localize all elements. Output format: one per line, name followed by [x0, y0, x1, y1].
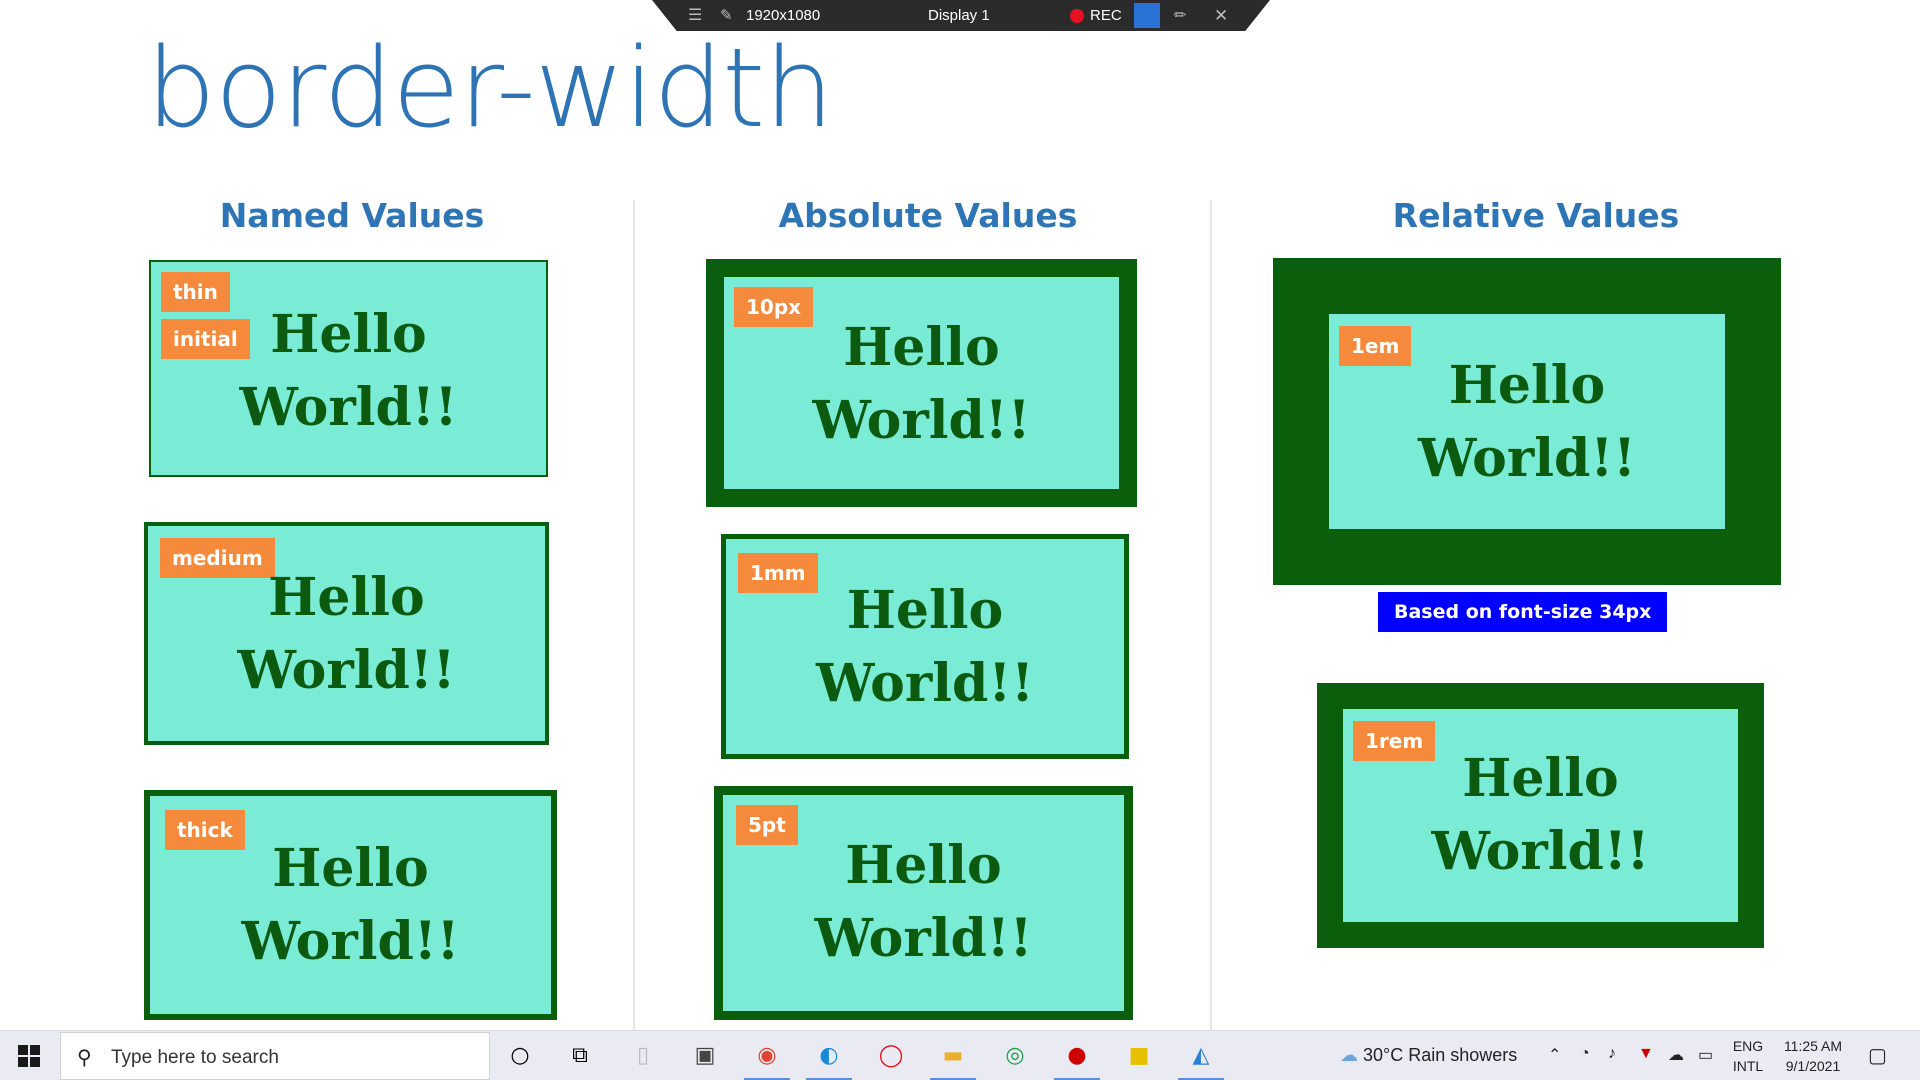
record-button[interactable]: REC: [1090, 7, 1122, 24]
column-divider: [1210, 200, 1212, 1030]
column-divider: [633, 200, 635, 1030]
heading-named-values: Named Values: [219, 196, 485, 235]
tag-label: thick: [165, 810, 245, 850]
mcafee-icon[interactable]: ▼: [1638, 1045, 1654, 1062]
chrome-icon[interactable]: ◉: [744, 1041, 790, 1080]
clock[interactable]: 11:25 AM 9/1/2021: [1778, 1036, 1848, 1080]
tag-label: 5pt: [736, 805, 798, 845]
box-5pt: 5pt Hello World!!: [714, 786, 1133, 1020]
show-hidden-icons[interactable]: ⌃: [1548, 1047, 1562, 1064]
hello-text: Hello: [268, 567, 425, 628]
battery-icon[interactable]: ▭: [1698, 1047, 1714, 1064]
world-text: World!!: [815, 653, 1034, 714]
language-indicator[interactable]: ENG INTL: [1728, 1036, 1768, 1080]
weather-widget[interactable]: ☁ 30°C Rain showers: [1340, 1045, 1517, 1080]
hello-text: Hello: [272, 838, 429, 899]
hello-text: Hello: [1448, 355, 1606, 416]
onedrive-icon[interactable]: ☁: [1668, 1047, 1684, 1064]
pin-icon[interactable]: ✎: [720, 7, 733, 24]
resolution-label: 1920x1080: [746, 7, 821, 24]
box-1rem: 1rem Hello World!!: [1317, 683, 1764, 948]
opera-icon[interactable]: ◯: [878, 1043, 904, 1068]
box-thick: thick Hello World!!: [144, 790, 557, 1020]
heading-absolute-values: Absolute Values: [778, 196, 1078, 235]
recorder-bar: ☰ ✎ 1920x1080 Display 1 REC ✏ ✕: [652, 0, 1270, 31]
hello-text: Hello: [845, 835, 1002, 896]
box-thin: thin initial Hello World!!: [149, 260, 548, 477]
vscode-icon[interactable]: ◭: [1178, 1041, 1224, 1080]
slide-title: border-width: [146, 24, 834, 152]
notifications-icon[interactable]: ▢: [1868, 1045, 1887, 1067]
close-icon[interactable]: ✕: [1214, 6, 1229, 25]
world-text: World!!: [1417, 428, 1636, 489]
hello-text: Hello: [1462, 748, 1619, 809]
heading-relative-values: Relative Values: [1392, 196, 1680, 235]
tag-label: 1mm: [738, 553, 818, 593]
world-text: World!!: [239, 377, 458, 438]
tag-label: 1rem: [1353, 721, 1436, 761]
cortana-icon[interactable]: ○: [510, 1043, 530, 1068]
tag-label: 1em: [1339, 326, 1412, 366]
recorder-icon[interactable]: ●: [1054, 1041, 1100, 1080]
file-explorer-icon[interactable]: ▬: [930, 1041, 976, 1080]
clock-date: 9/1/2021: [1785, 1058, 1841, 1074]
hello-text: Hello: [843, 317, 1000, 378]
display-label: Display 1: [928, 7, 990, 24]
weather-text: 30°C Rain showers: [1363, 1045, 1518, 1065]
world-text: World!!: [814, 908, 1033, 969]
hello-text: Hello: [846, 580, 1004, 641]
world-text: World!!: [237, 640, 456, 701]
tag-label: initial: [161, 319, 250, 359]
menu-icon[interactable]: ☰: [688, 7, 703, 24]
box-medium: medium Hello World!!: [144, 522, 549, 745]
clock-time: 11:25 AM: [1783, 1038, 1843, 1054]
record-dot-icon: [1070, 9, 1084, 23]
keyboard-layout: INTL: [1732, 1058, 1764, 1074]
tag-label: 10px: [734, 287, 814, 327]
language-code: ENG: [1732, 1038, 1764, 1054]
world-text: World!!: [1431, 821, 1650, 882]
pen-icon[interactable]: ✏: [1174, 7, 1187, 24]
box-1em: 1em Hello World!!: [1273, 258, 1781, 585]
tag-label: thin: [161, 272, 230, 312]
windows-start-icon[interactable]: [18, 1045, 40, 1067]
volume-icon[interactable]: ♪: [1608, 1045, 1616, 1062]
weather-cloud-icon: ☁: [1340, 1045, 1358, 1065]
camera-icon[interactable]: [1134, 3, 1160, 28]
file-icon[interactable]: ▯: [636, 1043, 650, 1068]
whatsapp-icon[interactable]: ◎: [1005, 1043, 1025, 1068]
taskbar: ⚲ Type here to search ○ ⧉ ▯ ▣ ◉ ◐ ◯ ▬ ◎ …: [0, 1030, 1920, 1080]
search-icon: ⚲: [77, 1045, 92, 1069]
tag-label: medium: [160, 538, 275, 578]
store-icon[interactable]: ▣: [694, 1043, 716, 1068]
task-view-icon[interactable]: ⧉: [572, 1043, 588, 1068]
box-10px: 10px Hello World!!: [706, 259, 1137, 507]
search-placeholder: Type here to search: [111, 1047, 279, 1068]
network-icon[interactable]: ◔: [1580, 1045, 1590, 1062]
box-1mm: 1mm Hello World!!: [721, 534, 1129, 759]
player-icon[interactable]: ■: [1128, 1043, 1150, 1068]
edge-icon[interactable]: ◐: [806, 1041, 852, 1080]
search-box[interactable]: ⚲ Type here to search: [60, 1032, 490, 1080]
world-text: World!!: [812, 390, 1031, 451]
world-text: World!!: [241, 911, 460, 972]
hello-text: Hello: [270, 304, 427, 365]
font-size-note: Based on font-size 34px: [1378, 592, 1668, 632]
